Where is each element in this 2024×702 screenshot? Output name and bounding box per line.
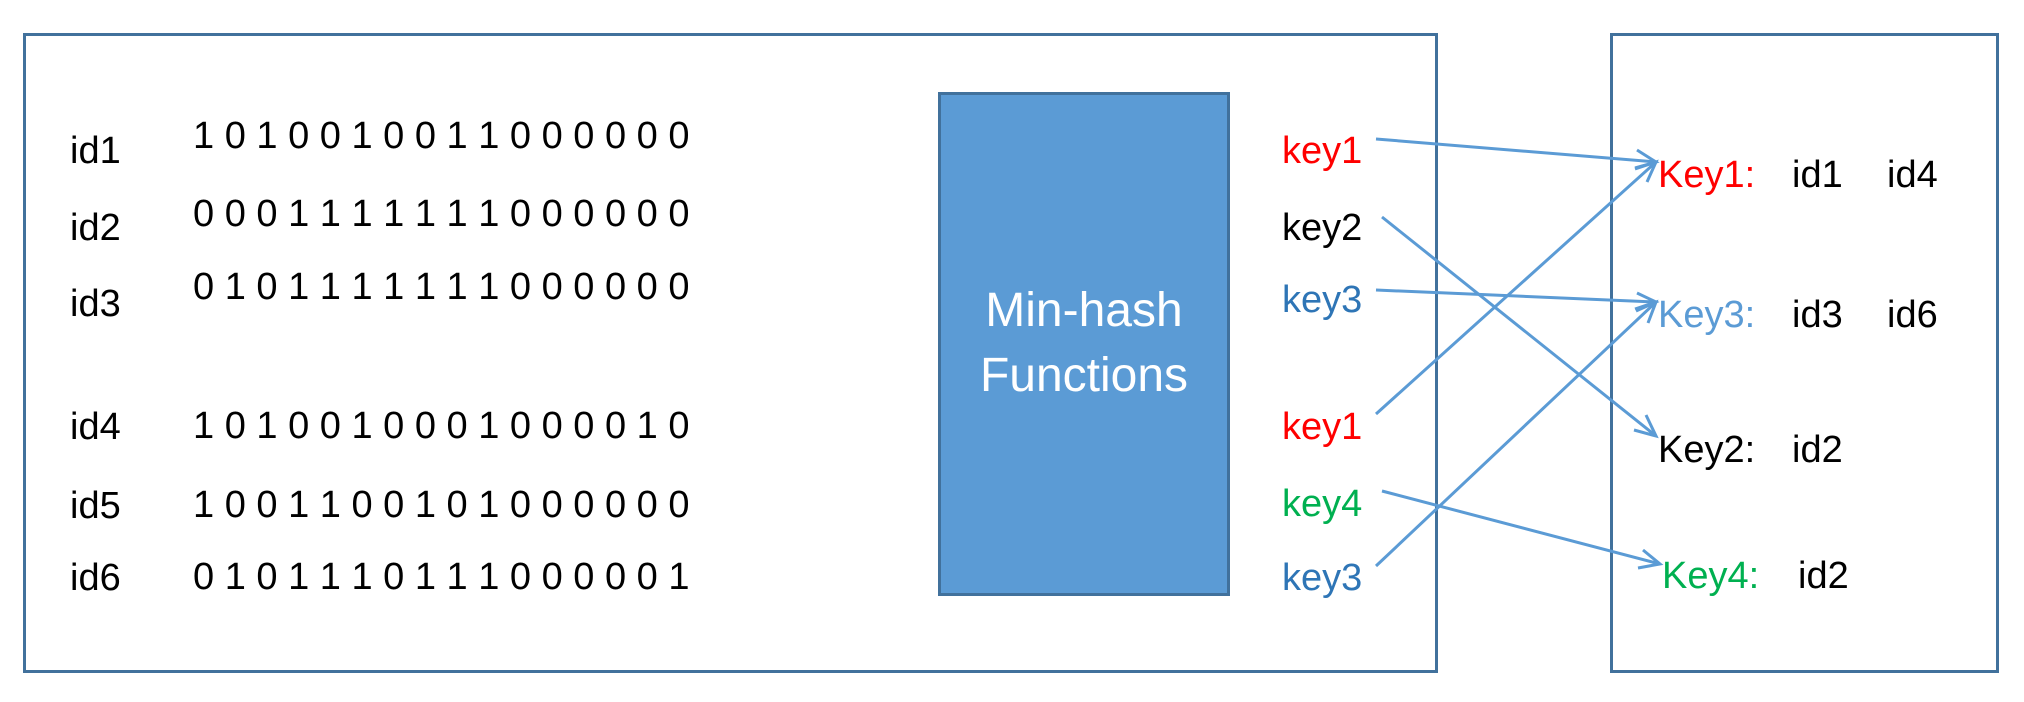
minhash-key-label: key3 [1282, 279, 1363, 321]
bucket-member-id: id3 [1792, 294, 1843, 336]
row-id-label: id1 [70, 130, 121, 172]
row-bit-vector: 1 0 0 1 1 0 0 1 0 1 0 0 0 0 0 0 [193, 484, 690, 526]
minhash-key-label: key1 [1282, 130, 1363, 172]
bucket-member-id: id2 [1798, 555, 1849, 597]
arrow-key3-to-key3-bucket [1375, 288, 1660, 313]
bucket-key-label: Key2: [1658, 429, 1756, 471]
minhash-functions-box: Min-hash Functions [938, 92, 1230, 596]
row-bit-vector: 1 0 1 0 0 1 0 0 1 1 0 0 0 0 0 0 [193, 115, 690, 157]
arrow-key4-to-key4-bucket [1381, 489, 1664, 570]
bucket-member-id: id6 [1887, 294, 1938, 336]
row-bit-vector: 0 1 0 1 1 1 1 1 1 1 0 0 0 0 0 0 [193, 266, 690, 308]
minhash-key-label: key4 [1282, 483, 1363, 525]
row-id-label: id6 [70, 557, 121, 599]
arrow-key3b-to-key3-bucket [1374, 299, 1659, 568]
hash-bucket-panel [1610, 33, 1999, 673]
row-id-label: id5 [70, 485, 121, 527]
row-bit-vector: 1 0 1 0 0 1 0 0 0 1 0 0 0 0 1 0 [193, 405, 690, 447]
minhash-functions-label: Min-hash Functions [979, 284, 1189, 402]
bucket-key-label: Key1: [1658, 154, 1756, 196]
bucket-key-label: Key4: [1662, 555, 1760, 597]
row-id-label: id2 [70, 207, 121, 249]
arrow-key1b-to-key1-bucket [1374, 159, 1659, 416]
row-bit-vector: 0 0 0 1 1 1 1 1 1 1 0 0 0 0 0 0 [193, 193, 690, 235]
minhash-key-label: key3 [1282, 557, 1363, 599]
row-bit-vector: 0 1 0 1 1 1 0 1 1 1 0 0 0 0 0 1 [193, 556, 690, 598]
row-id-label: id3 [70, 283, 121, 325]
minhash-key-label: key2 [1282, 207, 1363, 249]
bucket-key-label: Key3: [1658, 294, 1756, 336]
bucket-member-id: id2 [1792, 429, 1843, 471]
arrow-key2-to-key2-bucket [1381, 215, 1659, 439]
row-id-label: id4 [70, 406, 121, 448]
bucket-member-id: id4 [1887, 154, 1938, 196]
bucket-member-id: id1 [1792, 154, 1843, 196]
minhash-key-label: key1 [1282, 406, 1363, 448]
arrow-key1-to-key1-bucket [1375, 137, 1660, 170]
